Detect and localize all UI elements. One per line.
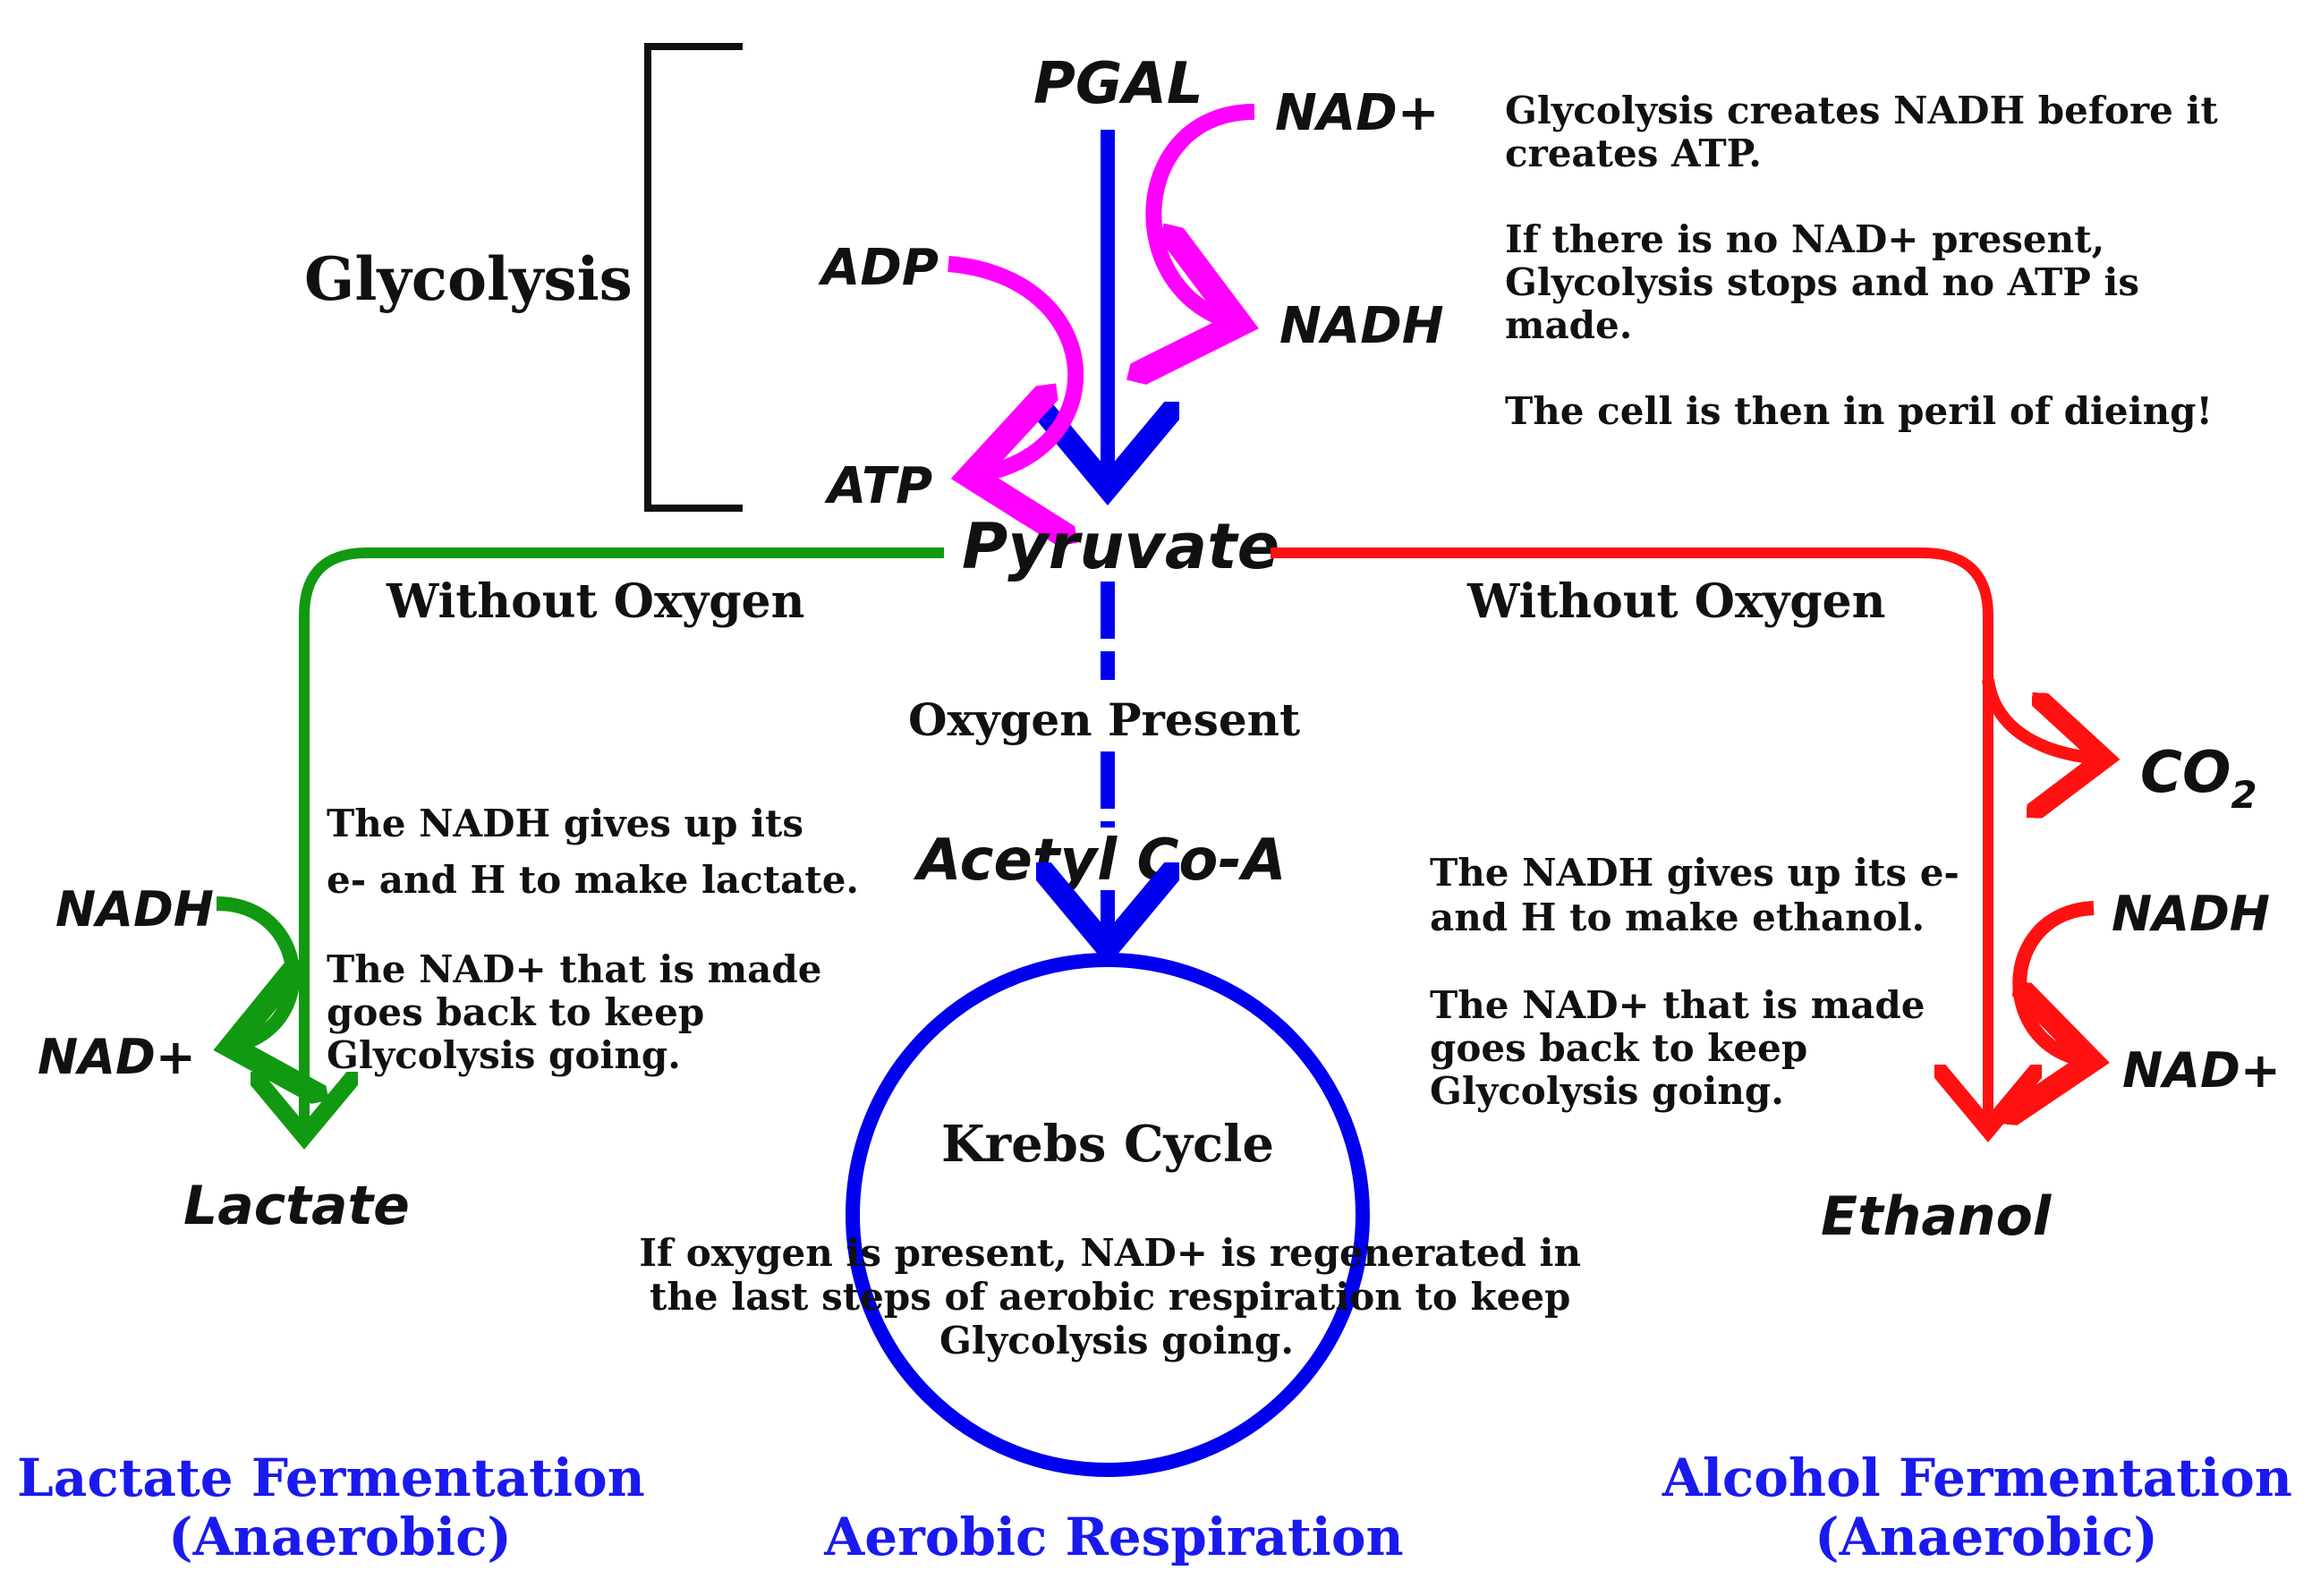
glycolysis-label: Glycolysis (304, 244, 633, 314)
acetyl-coa-label: Acetyl Co-A (913, 828, 1286, 894)
lactate-condition-label: Without Oxygen (386, 574, 804, 629)
glycolysis-bracket (644, 43, 743, 512)
alcohol-product: Ethanol (1821, 1185, 2053, 1248)
adp-to-atp-arrow (948, 256, 1084, 476)
alcohol-branch-line (1271, 548, 1988, 1129)
glycolysis-adp: ADP (818, 239, 939, 297)
lactate-nadh-arrow (217, 896, 293, 1047)
pyruvate-label: Pyruvate (962, 510, 1279, 583)
co2-arrow (1982, 678, 2104, 759)
aerobic-note: If oxygen is present, NAD+ is regenerate… (639, 1231, 1594, 1363)
nad-to-nadh-arrow (1153, 104, 1254, 324)
lactate-note-1: The NADH gives up its e- and H to make l… (327, 802, 859, 902)
glycolysis-atp: ATP (824, 457, 932, 515)
alcohol-note-1: The NADH gives up its e- and H to make e… (1430, 851, 1972, 939)
co2-label: CO2 (2140, 740, 2257, 817)
glycolysis-note-1: Glycolysis creates NADH before it create… (1505, 89, 2231, 175)
oxygen-present-label: Oxygen Present (908, 693, 1300, 746)
alcohol-nadh-arrow (2019, 901, 2094, 1061)
lactate-branch-line (304, 548, 944, 1136)
krebs-cycle-circle (846, 953, 1370, 1477)
lactate-nadh: NADH (55, 881, 214, 938)
glycolysis-note-3: The cell is then in peril of dieing! (1505, 389, 2213, 433)
aerobic-title: Aerobic Respiration (823, 1507, 1403, 1567)
glycolysis-nadh: NADH (1279, 297, 1444, 355)
alcohol-note-2: The NAD+ that is made goes back to keep … (1430, 983, 1938, 1113)
alcohol-condition-label: Without Oxygen (1466, 574, 1885, 629)
glycolysis-nad-plus: NAD+ (1275, 84, 1440, 142)
alcohol-title: Alcohol Fermentation (Anaerobic) (1662, 1447, 2310, 1567)
lactate-product: Lactate (183, 1175, 410, 1237)
alcohol-nadh: NADH (2112, 886, 2270, 942)
pgal-label: PGAL (1033, 51, 1203, 117)
krebs-cycle-label: Krebs Cycle (941, 1115, 1274, 1174)
alcohol-nad-plus: NAD+ (2122, 1042, 2281, 1099)
lactate-note-2: The NAD+ that is made goes back to keep … (327, 947, 835, 1077)
glycolysis-note-2: If there is no NAD+ present, Glycolysis … (1505, 217, 2153, 347)
lactate-title: Lactate Fermentation (Anaerobic) (17, 1447, 663, 1567)
lactate-nad-plus: NAD+ (38, 1029, 196, 1085)
